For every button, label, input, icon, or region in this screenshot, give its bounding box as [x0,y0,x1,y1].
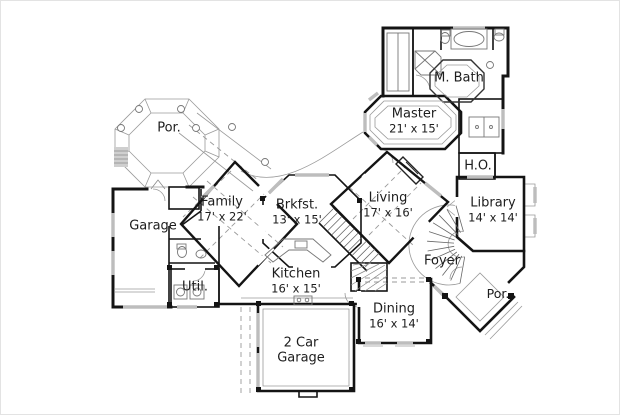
toilet-icon [440,29,451,44]
room-label-library: Library 14' x 14' [468,196,518,223]
room-label-dining: Dining 16' x 14' [369,302,419,329]
room-label-living: Living 17' x 16' [363,191,413,218]
room-dimensions: 17' x 22' [197,208,247,223]
master-bath-octagon [429,59,485,103]
room-label-breakfast: Brkfst. 13' x 15' [272,198,322,225]
room-name: Master [391,106,437,122]
wall-posts [167,196,514,392]
porch-steps [114,147,166,190]
room-dimensions: 16' x 14' [369,315,419,330]
room-name: Brkfst. [275,197,319,213]
kitchen-island [264,238,332,263]
powder-bath-fixtures [176,243,207,259]
room-label-two-car-garage: 2 Car Garage [268,336,334,365]
room-name: Util. [182,279,208,295]
room-name: Library [470,195,516,211]
fixtures [117,28,505,306]
room-name: Por. [157,120,181,136]
room-label-utility: Util. [182,279,208,296]
door-openings [185,173,460,307]
straight-staircase [318,208,388,292]
room-label-home-office: H.O. [464,158,492,175]
bathtub-icon [450,28,488,50]
room-name: Garage [129,218,177,234]
room-name: Family [201,194,243,210]
sink-icon [486,28,505,69]
room-label-family: Family 17' x 22' [197,195,247,222]
room-dimensions: 17' x 16' [363,204,413,219]
room-dimensions: 16' x 15' [271,280,321,295]
room-label-garage: Garage [129,218,177,235]
dresser-icon [468,116,500,138]
room-label-foyer: Foyer [423,253,461,270]
windows [111,26,537,387]
room-label-master: Master 21' x 15' [389,107,439,134]
spiral-staircase [427,205,466,284]
fireplace-icon [395,156,424,185]
room-dimensions: 14' x 14' [468,209,518,224]
room-dimensions: 13' x 15' [272,211,322,226]
porch-column [117,105,269,166]
room-label-kitchen: Kitchen 16' x 15' [271,267,321,294]
room-name: M. Bath [434,70,484,86]
room-name: H.O. [464,158,492,174]
room-name: Living [368,190,408,206]
room-name: 2 Car Garage [277,335,325,365]
room-name: Foyer [423,253,461,269]
room-label-porch-entry: Por. [487,287,510,301]
room-name: Kitchen [271,266,321,282]
room-name: Por. [486,286,510,301]
room-label-master-bath: M. Bath [434,70,484,87]
room-label-porch-upper: Por. [157,120,181,137]
range-icon [293,295,313,306]
room-dimensions: 21' x 15' [389,120,439,135]
room-name: Dining [373,301,415,317]
shower-icon [414,50,442,76]
wardrobe-icon [386,32,410,92]
master-tray-ceiling [369,100,457,145]
washer-dryer-icon [173,284,205,300]
